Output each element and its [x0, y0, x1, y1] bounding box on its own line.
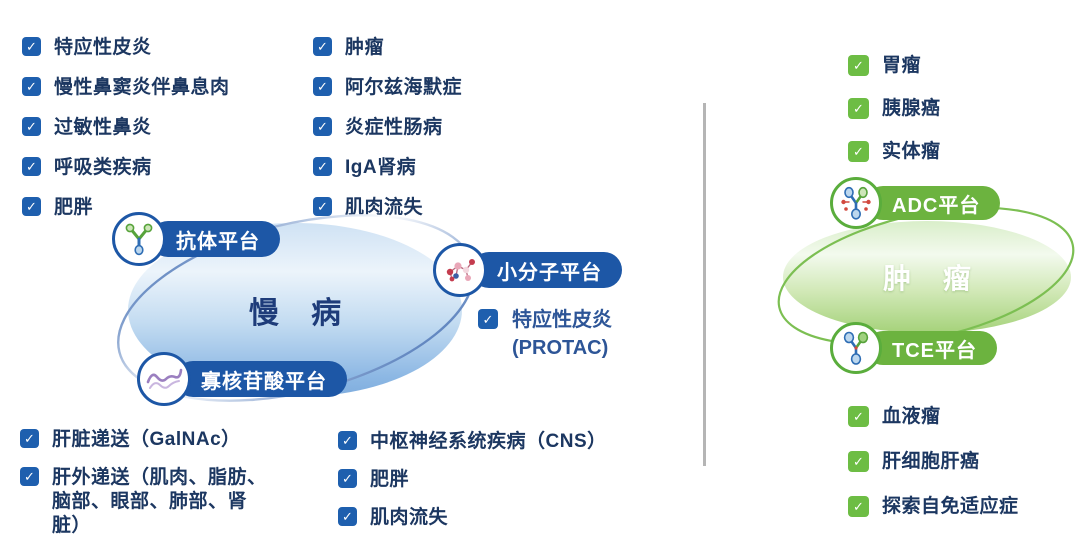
disease-label: 胰腺癌 — [882, 98, 941, 119]
list-item: ✓ 肌肉流失 — [338, 506, 607, 530]
chronic-disease-label: 慢 病 — [248, 297, 354, 330]
list-item: ✓ IgA肾病 — [313, 156, 462, 180]
list-item: ✓ 特应性皮炎 — [22, 36, 230, 60]
list-item: ✓ 胃瘤 — [848, 54, 941, 78]
chronic-top-middle-list: ✓ 肿瘤 ✓ 阿尔兹海默症 ✓ 炎症性肠病 ✓ IgA肾病 ✓ 肌肉流失 — [313, 36, 462, 220]
oligo-strand-icon — [137, 352, 191, 406]
oligonucleotide-platform-badge: 寡核苷酸平台 — [137, 352, 347, 406]
checkbox-icon[interactable]: ✓ — [478, 309, 498, 329]
disease-label: 慢性鼻窦炎伴鼻息肉 — [54, 77, 230, 98]
checkbox-icon[interactable]: ✓ — [20, 467, 39, 486]
disease-label: 呼吸类疾病 — [54, 157, 152, 178]
checkbox-icon[interactable]: ✓ — [338, 431, 357, 450]
disease-label: 实体瘤 — [882, 141, 941, 162]
chronic-top-left-list: ✓ 特应性皮炎 ✓ 慢性鼻窦炎伴鼻息肉 ✓ 过敏性鼻炎 ✓ 呼吸类疾病 ✓ 肥胖 — [22, 36, 230, 220]
list-item: ✓ 胰腺癌 — [848, 97, 941, 121]
oncology-label: 肿 瘤 — [883, 263, 983, 294]
disease-label: 肌肉流失 — [345, 197, 424, 218]
checkbox-icon[interactable]: ✓ — [22, 117, 41, 136]
list-item: ✓ 中枢神经系统疾病（CNS） — [338, 430, 607, 454]
oncology-ellipse: 肿 瘤 — [783, 221, 1071, 333]
antibody-platform-badge: 抗体平台 — [112, 212, 280, 266]
checkbox-icon[interactable]: ✓ — [22, 197, 41, 216]
disease-label: 肥胖 — [370, 469, 410, 490]
disease-label: 肝细胞肝癌 — [882, 451, 980, 472]
checkbox-icon[interactable]: ✓ — [313, 37, 332, 56]
disease-label: 阿尔兹海默症 — [345, 77, 463, 98]
list-item: ✓ 慢性鼻窦炎伴鼻息肉 — [22, 76, 230, 100]
disease-label: IgA肾病 — [345, 157, 417, 178]
checkbox-icon[interactable]: ✓ — [338, 507, 357, 526]
checkbox-icon[interactable]: ✓ — [848, 55, 869, 76]
tce-platform-badge: TCE平台 — [830, 322, 997, 374]
antibody-platform-pill: 抗体平台 — [150, 221, 280, 257]
checkbox-icon[interactable]: ✓ — [313, 157, 332, 176]
list-item: ✓ 肌肉流失 — [313, 196, 462, 220]
checkbox-icon[interactable]: ✓ — [848, 141, 869, 162]
checkbox-icon[interactable]: ✓ — [313, 77, 332, 96]
disease-label: 过敏性鼻炎 — [54, 117, 152, 138]
oncology-top-list: ✓ 胃瘤 ✓ 胰腺癌 ✓ 实体瘤 — [848, 54, 941, 164]
list-item: ✓ 呼吸类疾病 — [22, 156, 230, 180]
small-molecule-platform-badge: 小分子平台 — [433, 243, 622, 297]
disease-label: 特应性皮炎 — [54, 37, 152, 58]
list-item: ✓ 阿尔兹海默症 — [313, 76, 462, 100]
chronic-bottom-middle-list: ✓ 中枢神经系统疾病（CNS） ✓ 肥胖 ✓ 肌肉流失 — [338, 430, 607, 530]
list-item: ✓ 探索自免适应症 — [848, 495, 1019, 519]
tce-platform-pill: TCE平台 — [866, 331, 997, 365]
disease-label: 肿瘤 — [345, 37, 385, 58]
checkbox-icon[interactable]: ✓ — [848, 451, 869, 472]
checkbox-icon[interactable]: ✓ — [313, 117, 332, 136]
list-item: ✓ 肝细胞肝癌 — [848, 450, 1019, 474]
checkbox-icon[interactable]: ✓ — [22, 77, 41, 96]
disease-label: 胃瘤 — [882, 55, 922, 76]
checkbox-icon[interactable]: ✓ — [20, 429, 39, 448]
oncology-bottom-list: ✓ 血液瘤 ✓ 肝细胞肝癌 ✓ 探索自免适应症 — [848, 405, 1019, 519]
checkbox-icon[interactable]: ✓ — [313, 197, 332, 216]
tce-antibody-icon — [830, 322, 882, 374]
oligonucleotide-platform-pill: 寡核苷酸平台 — [175, 361, 347, 397]
checkbox-icon[interactable]: ✓ — [22, 37, 41, 56]
indication-line2: (PROTAC) — [512, 337, 609, 359]
list-item: ✓ 过敏性鼻炎 — [22, 116, 230, 140]
small-molecule-platform-pill: 小分子平台 — [471, 252, 622, 288]
checkbox-icon[interactable]: ✓ — [22, 157, 41, 176]
list-item: ✓ 炎症性肠病 — [313, 116, 462, 140]
list-item: ✓ 肥胖 — [338, 468, 607, 492]
small-molecule-indication: ✓ 特应性皮炎 (PROTAC) — [478, 306, 612, 362]
list-item: ✓ 血液瘤 — [848, 405, 1019, 429]
disease-label: 探索自免适应症 — [882, 496, 1019, 517]
section-divider — [703, 103, 706, 466]
molecule-icon — [433, 243, 487, 297]
list-item: ✓ 肿瘤 — [313, 36, 462, 60]
checkbox-icon[interactable]: ✓ — [848, 406, 869, 427]
checkbox-icon[interactable]: ✓ — [848, 98, 869, 119]
checkbox-icon[interactable]: ✓ — [848, 496, 869, 517]
delivery-label: 肝脏递送（GalNAc） — [52, 429, 241, 450]
disease-label: 中枢神经系统疾病（CNS） — [370, 431, 607, 452]
adc-antibody-icon — [830, 177, 882, 229]
disease-label: 血液瘤 — [882, 406, 941, 427]
delivery-label: 肝外递送（肌肉、脂肪、脑部、眼部、肺部、肾脏） — [52, 467, 267, 536]
list-item: ✓ 实体瘤 — [848, 140, 941, 164]
antibody-icon — [112, 212, 166, 266]
list-item: ✓ 肥胖 — [22, 196, 230, 220]
list-item: ✓ 肝外递送（肌肉、脂肪、脑部、眼部、肺部、肾脏） — [20, 466, 276, 538]
adc-platform-pill: ADC平台 — [866, 186, 1001, 220]
checkbox-icon[interactable]: ✓ — [338, 469, 357, 488]
disease-label: 肥胖 — [54, 197, 94, 218]
list-item: ✓ 肝脏递送（GalNAc） — [20, 428, 276, 452]
chronic-bottom-left-list: ✓ 肝脏递送（GalNAc） ✓ 肝外递送（肌肉、脂肪、脑部、眼部、肺部、肾脏） — [20, 428, 276, 538]
disease-label: 肌肉流失 — [370, 507, 449, 528]
disease-label: 炎症性肠病 — [345, 117, 443, 138]
adc-platform-badge: ADC平台 — [830, 177, 1001, 229]
indication-line1: 特应性皮炎 — [512, 309, 612, 331]
